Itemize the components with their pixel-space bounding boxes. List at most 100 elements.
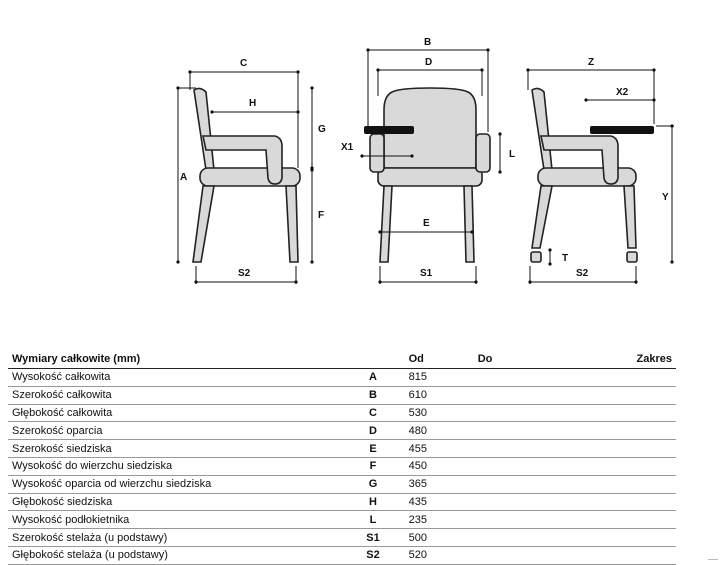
writing-tablet-rear bbox=[590, 126, 654, 134]
row-name: Szerokość siedziska bbox=[8, 439, 342, 458]
row-do bbox=[473, 493, 573, 512]
rear-view bbox=[530, 87, 638, 263]
dim-label-t: T bbox=[562, 253, 568, 264]
row-do bbox=[473, 368, 573, 387]
row-code: G bbox=[341, 475, 405, 494]
row-name: Szerokość całkowita bbox=[8, 386, 342, 405]
row-zakres bbox=[572, 493, 676, 512]
row-zakres bbox=[572, 439, 676, 458]
row-code: B bbox=[341, 386, 405, 405]
row-do bbox=[473, 457, 573, 476]
row-code: E bbox=[341, 439, 405, 458]
dim-label-y: Y bbox=[662, 192, 669, 203]
dim-label-a: A bbox=[180, 172, 187, 183]
dim-label-g: G bbox=[318, 124, 326, 135]
row-od: 435 bbox=[404, 493, 474, 512]
row-od: 815 bbox=[404, 368, 474, 387]
row-code: H bbox=[341, 493, 405, 512]
dim-label-d: D bbox=[425, 57, 432, 68]
dim-label-e: E bbox=[423, 218, 430, 229]
row-do bbox=[473, 439, 573, 458]
dim-label-z: Z bbox=[588, 57, 594, 68]
header-od: Od bbox=[404, 350, 474, 369]
row-code: S2 bbox=[341, 546, 405, 565]
row-name: Szerokość oparcia bbox=[8, 421, 342, 441]
row-zakres bbox=[572, 475, 676, 494]
dim-label-x2: X2 bbox=[616, 87, 629, 98]
row-od: 520 bbox=[404, 546, 474, 565]
row-do bbox=[473, 528, 573, 547]
row-od: 530 bbox=[404, 404, 474, 423]
dim-label-l: L bbox=[509, 149, 515, 160]
row-name: Wysokość całkowita bbox=[8, 368, 342, 387]
row-od: 455 bbox=[404, 439, 474, 458]
row-zakres bbox=[572, 404, 676, 423]
row-od: 235 bbox=[404, 510, 474, 530]
row-do bbox=[473, 404, 573, 423]
dim-label-b: B bbox=[424, 37, 431, 48]
row-code: L bbox=[341, 510, 405, 530]
header-do: Do bbox=[473, 350, 573, 369]
rear-view-dimensions bbox=[526, 68, 674, 284]
dim-label-s1: S1 bbox=[420, 268, 433, 279]
row-do bbox=[473, 475, 573, 494]
row-zakres bbox=[572, 421, 676, 441]
row-zakres bbox=[572, 368, 676, 387]
row-zakres bbox=[572, 546, 676, 565]
row-do bbox=[473, 386, 573, 405]
side-view-dimensions bbox=[176, 70, 314, 284]
row-code: F bbox=[341, 457, 405, 476]
row-name: Głębokość całkowita bbox=[8, 404, 342, 423]
table-header-row: Wymiary całkowite (mm) Od Do Zakres bbox=[8, 350, 676, 369]
row-do bbox=[473, 546, 573, 565]
row-od: 365 bbox=[404, 475, 474, 494]
row-zakres bbox=[572, 528, 676, 547]
dim-label-x1: X1 bbox=[341, 142, 354, 153]
row-name: Wysokość do wierzchu siedziska bbox=[8, 457, 342, 476]
row-name: Wysokość podłokietnika bbox=[8, 510, 342, 530]
row-do bbox=[473, 421, 573, 441]
row-code: D bbox=[341, 421, 405, 441]
row-zakres bbox=[572, 510, 676, 530]
row-name: Wysokość oparcia od wierzchu siedziska bbox=[8, 475, 342, 494]
row-od: 480 bbox=[404, 421, 474, 441]
row-code: C bbox=[341, 404, 405, 423]
header-name: Wymiary całkowite (mm) bbox=[8, 350, 342, 369]
row-od: 610 bbox=[404, 386, 474, 405]
row-name: Głębokość stelaża (u podstawy) bbox=[8, 546, 342, 565]
row-do bbox=[473, 510, 573, 530]
row-code: A bbox=[341, 368, 405, 387]
dim-label-s2-rear: S2 bbox=[576, 268, 589, 279]
header-zakres: Zakres bbox=[572, 350, 676, 369]
front-view bbox=[369, 87, 491, 263]
chair-dimension-diagram: C H G A F S2 B D X1 L E S1 bbox=[176, 37, 674, 284]
dim-label-s2-side: S2 bbox=[238, 268, 251, 279]
row-zakres bbox=[572, 386, 676, 405]
row-od: 500 bbox=[404, 528, 474, 547]
page-corner-mark bbox=[708, 559, 718, 560]
dim-label-h: H bbox=[249, 98, 256, 109]
row-name: Głębokość siedziska bbox=[8, 493, 342, 512]
row-code: S1 bbox=[341, 528, 405, 547]
side-view bbox=[192, 87, 301, 263]
row-zakres bbox=[572, 457, 676, 476]
row-name: Szerokość stelaża (u podstawy) bbox=[8, 528, 342, 547]
front-view-dimensions bbox=[360, 48, 502, 284]
dim-label-c: C bbox=[240, 58, 247, 69]
dimensions-table: Wymiary całkowite (mm) Od Do Zakres Wyso… bbox=[8, 350, 676, 565]
dim-label-f: F bbox=[318, 210, 324, 221]
writing-tablet-front bbox=[364, 126, 414, 134]
header-code bbox=[341, 350, 405, 369]
